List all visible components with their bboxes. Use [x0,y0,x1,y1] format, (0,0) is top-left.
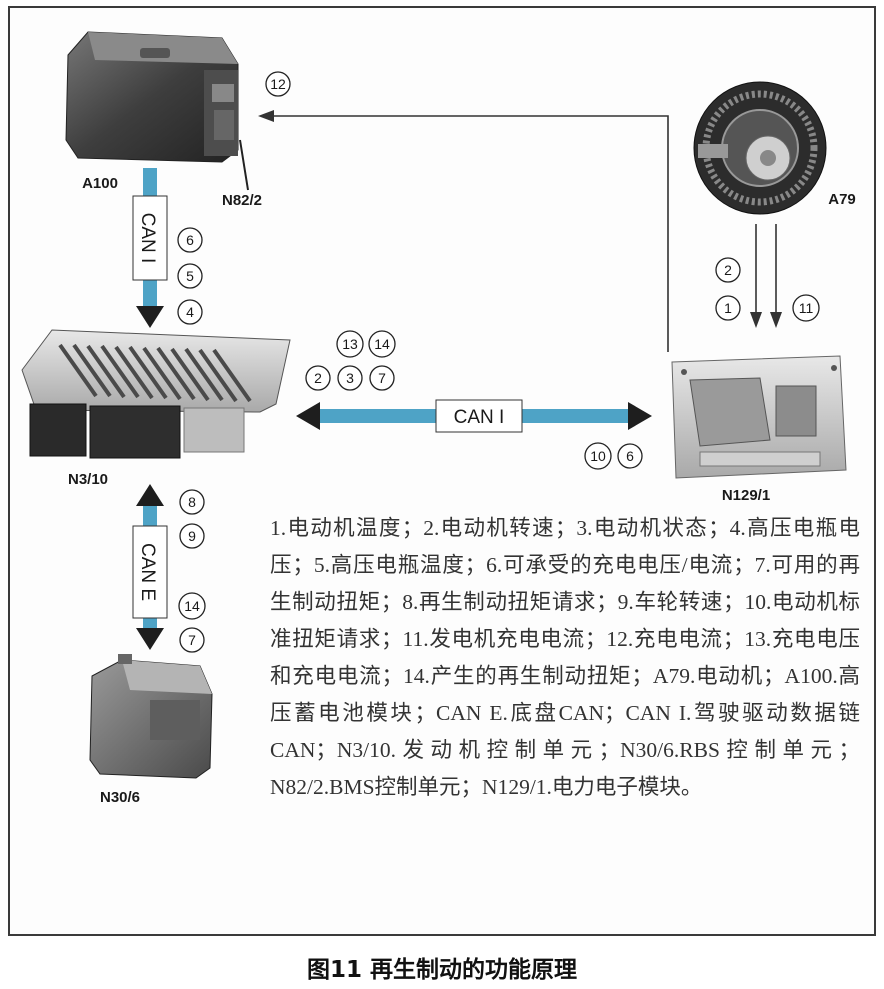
svg-text:3: 3 [346,370,354,386]
can-i-right-arrow-head [628,402,652,430]
svg-text:4: 4 [186,304,194,320]
svg-text:12: 12 [270,76,286,92]
n129-1-power-electronics-image [671,355,847,479]
signal-9-marker: 9 [179,523,205,549]
label-n129-1: N129/1 [722,487,770,504]
signal-3-marker: 3 [337,365,363,391]
can-i-down-arrow-head [136,306,164,328]
svg-text:14: 14 [184,598,200,614]
svg-text:2: 2 [314,370,322,386]
signal-14-marker: 14 [368,330,396,358]
label-n3-10: N3/10 [68,471,108,488]
can-i-left-arrow-head [296,402,320,430]
signal-7b-marker: 7 [179,627,205,653]
svg-text:8: 8 [188,494,196,510]
svg-text:2: 2 [724,262,732,278]
can-i-vertical-label-box [132,195,168,281]
a100-battery-module-image [65,31,249,191]
signal-6-marker: 6 [177,227,203,253]
svg-text:6: 6 [626,448,634,464]
n129-to-a100-arrow-head [258,110,274,122]
signal-7-marker: 7 [369,365,395,391]
signal-13-marker: 13 [336,330,364,358]
signal-8-marker: 8 [179,489,205,515]
svg-text:1: 1 [724,300,732,316]
a79-electric-motor-image [693,81,827,215]
svg-text:7: 7 [378,370,386,386]
signal-2-marker: 2 [715,257,741,283]
label-n30-6: N30/6 [100,789,140,806]
svg-text:13: 13 [342,336,358,352]
figure-caption: 图11 再生制动的功能原理 [306,957,577,983]
can-i-horizontal-label-box [435,399,523,433]
signal-12-marker: 12 [265,71,291,97]
svg-text:7: 7 [188,632,196,648]
svg-text:9: 9 [188,528,196,544]
signal-14b-marker: 14 [178,592,206,620]
can-e-up-arrow-head [136,484,164,506]
svg-text:10: 10 [590,448,606,464]
n30-6-rbs-unit-image [89,654,213,779]
can-i-vertical-label: CAN I [137,213,158,264]
signal-11-marker: 11 [792,294,820,322]
can-i-horizontal-label: CAN I [454,407,505,428]
svg-text:6: 6 [186,232,194,248]
n129-to-a100-line [272,115,669,352]
signal-4-marker: 4 [177,299,203,325]
n3-10-ecu-image [21,329,291,459]
a79-to-n129-arrows [750,224,782,328]
svg-text:14: 14 [374,336,390,352]
signal-6b-marker: 6 [617,443,643,469]
label-n82-2: N82/2 [222,192,262,209]
signal-1-marker: 1 [715,295,741,321]
signal-10-marker: 10 [584,442,612,470]
signal-5-marker: 5 [177,263,203,289]
svg-text:5: 5 [186,268,194,284]
signal-2b-marker: 2 [305,365,331,391]
can-e-vertical-label-box [132,525,168,619]
svg-text:11: 11 [799,300,814,316]
label-a79: A79 [828,191,856,208]
can-e-down-arrow-head [136,628,164,650]
legend-text: 1.电动机温度；2.电动机转速；3.电动机状态；4.高压电瓶电压；5.高压电瓶温… [270,516,860,799]
label-a100: A100 [82,175,118,192]
can-e-vertical-label: CAN E [137,543,158,601]
